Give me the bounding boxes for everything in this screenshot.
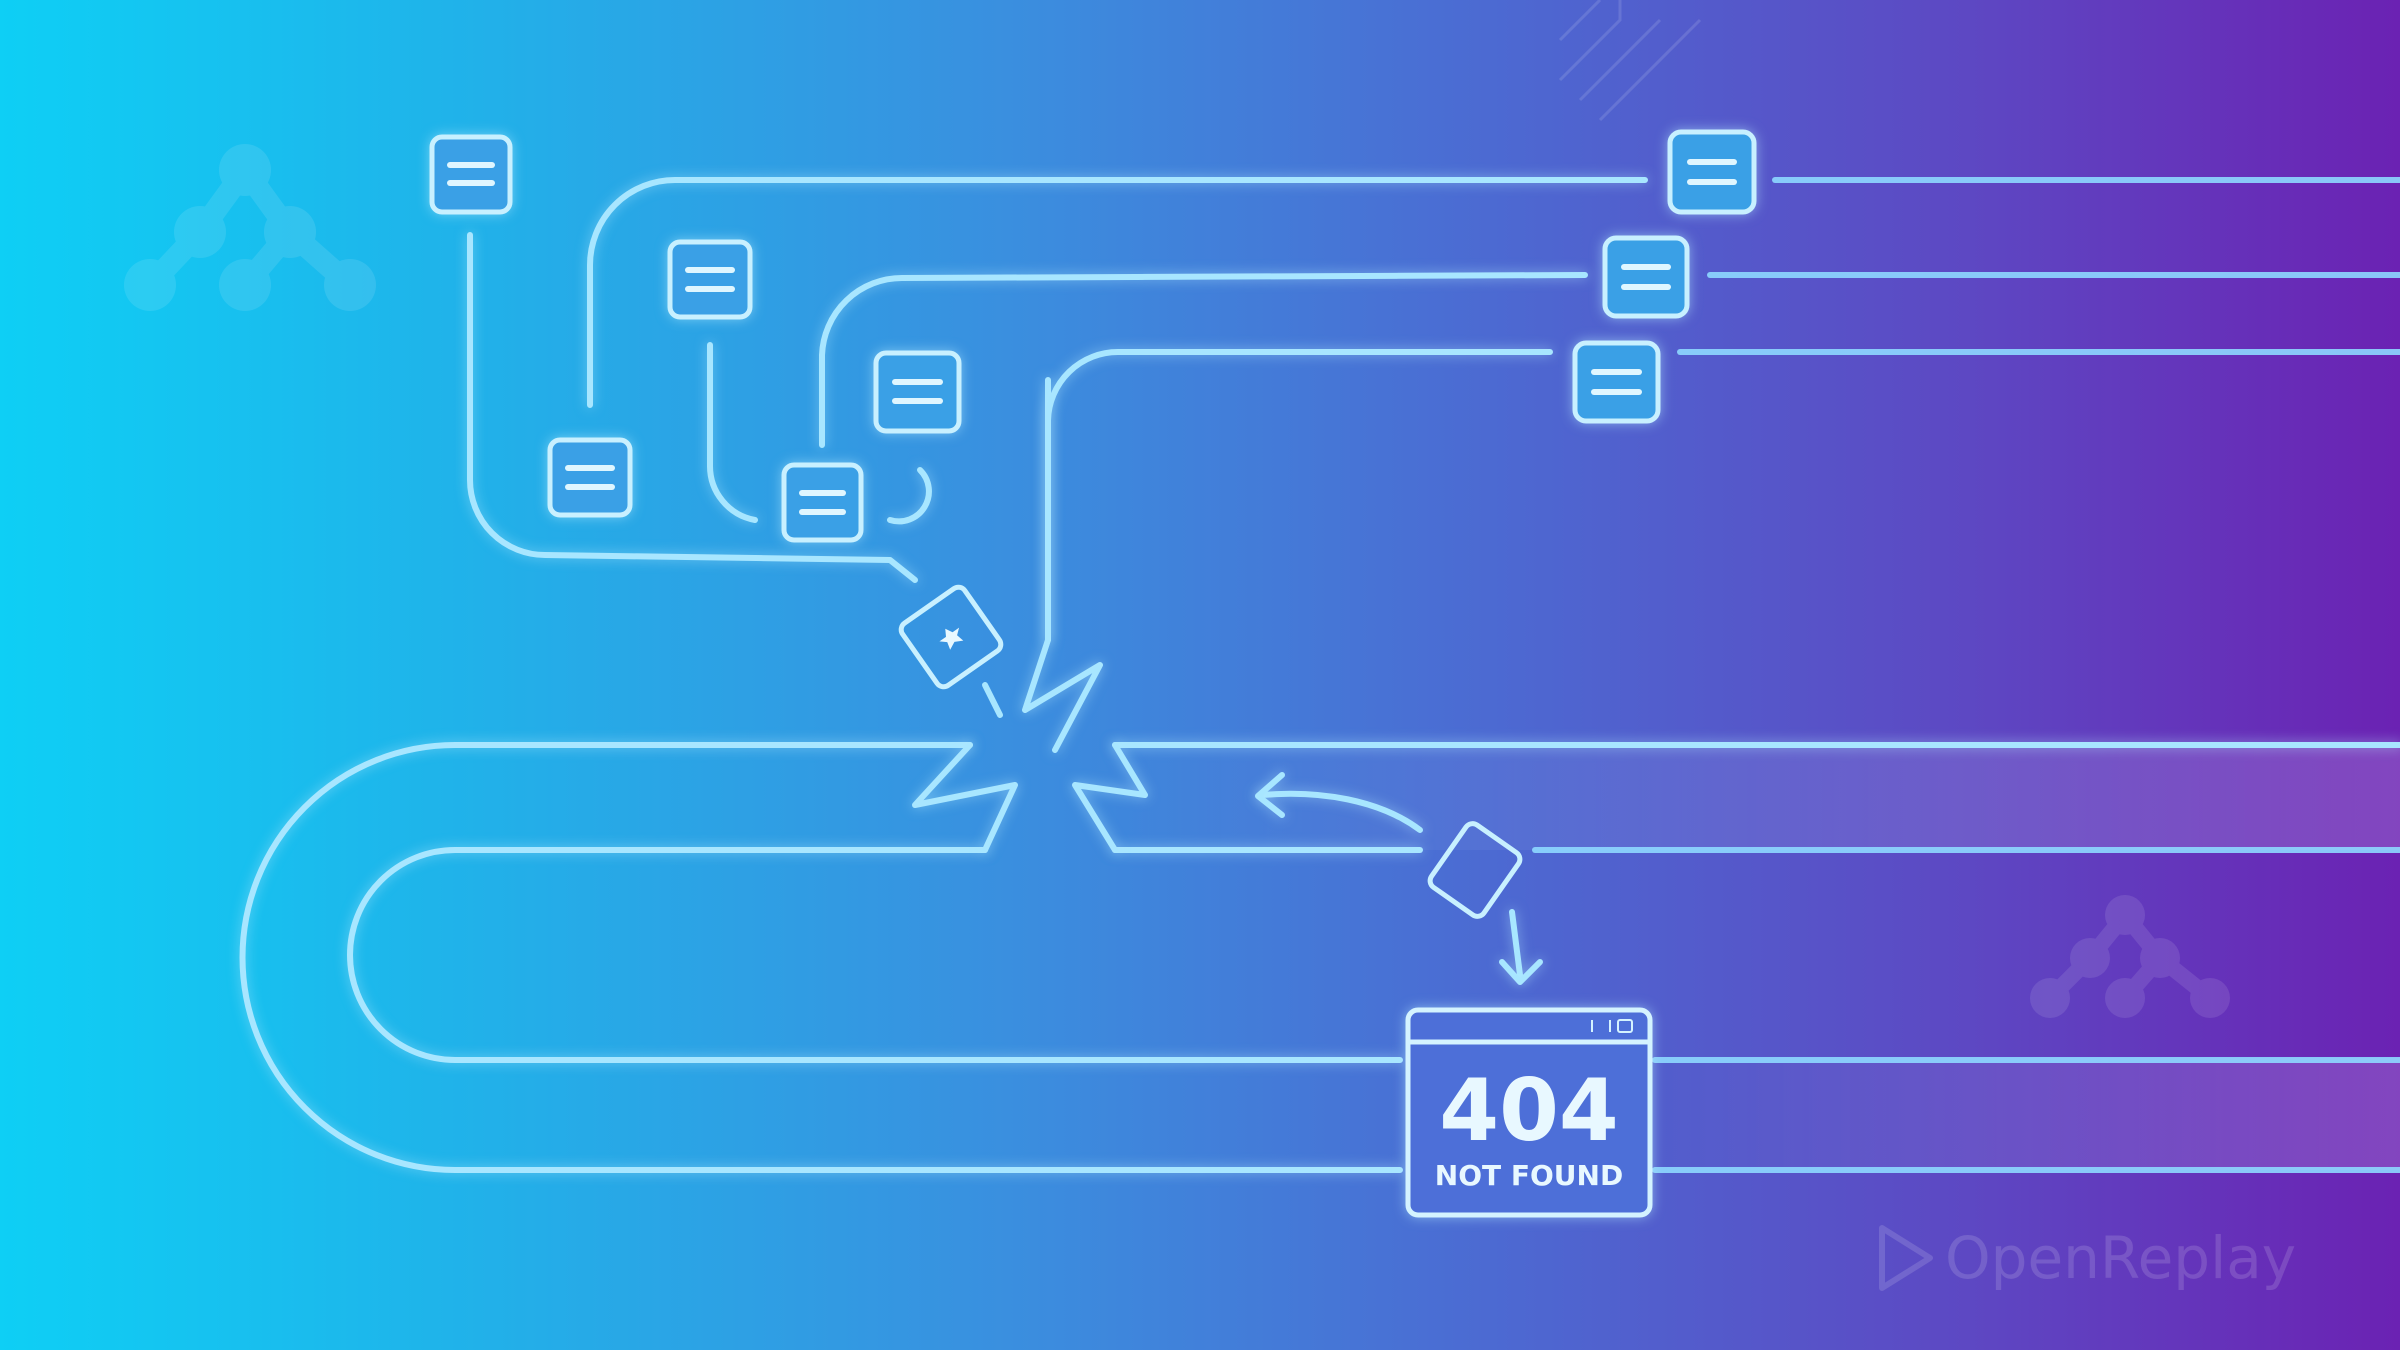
openreplay-logo-icon <box>2030 895 2230 1018</box>
error-message: NOT FOUND <box>1435 1159 1623 1192</box>
play-triangle-icon <box>1879 1225 1933 1291</box>
redirect-arrow-icon <box>1255 772 1423 833</box>
broken-track-fracture <box>912 377 1148 853</box>
route-node-icon[interactable] <box>667 239 753 320</box>
route-node-icon[interactable] <box>547 437 633 518</box>
down-arrow-icon <box>1499 909 1543 985</box>
route-node-icon[interactable] <box>429 134 513 215</box>
broken-link-tail <box>982 682 1003 718</box>
openreplay-logo-icon <box>124 144 376 311</box>
error-code: 404 <box>1439 1061 1619 1161</box>
redirect-node-icon <box>1427 821 1523 919</box>
route-node-icon[interactable] <box>873 350 962 434</box>
route-node-icon[interactable] <box>1572 340 1661 424</box>
window-controls-icon <box>1591 1019 1633 1033</box>
route-node-icon[interactable] <box>1602 235 1690 319</box>
circuit-decoration <box>1558 0 1702 122</box>
route-lines <box>467 177 2400 643</box>
main-track <box>239 742 2400 1173</box>
error-browser-window: 404 NOT FOUND <box>1405 1007 1653 1218</box>
brand-watermark: OpenReplay <box>1879 1224 2296 1292</box>
broken-link-icon <box>898 584 1004 690</box>
route-node-icon[interactable] <box>781 462 864 543</box>
route-node-icon[interactable] <box>1667 129 1757 215</box>
brand-name: OpenReplay <box>1945 1224 2296 1292</box>
